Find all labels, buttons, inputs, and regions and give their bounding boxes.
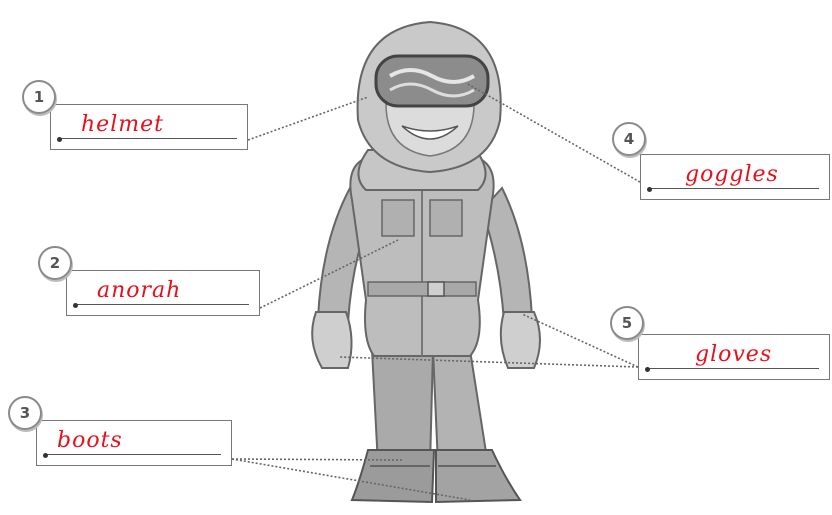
- line-dot: [645, 367, 650, 372]
- answer-gloves: gloves: [695, 342, 772, 367]
- line-dot: [57, 137, 62, 142]
- line-dot: [647, 187, 652, 192]
- writing-line: [61, 138, 237, 139]
- writing-line: [47, 454, 221, 455]
- answer-goggles: goggles: [685, 162, 779, 187]
- label-box-boots[interactable]: boots: [36, 420, 232, 466]
- writing-line: [651, 188, 819, 189]
- boots: [352, 450, 520, 502]
- writing-line: [649, 368, 819, 369]
- label-box-goggles[interactable]: goggles: [640, 154, 830, 200]
- label-box-gloves[interactable]: gloves: [638, 334, 830, 380]
- number-badge-1: 1: [22, 80, 56, 114]
- line-dot: [43, 453, 48, 458]
- number-badge-2: 2: [38, 246, 72, 280]
- line-dot: [73, 303, 78, 308]
- answer-anorak: anorah: [97, 278, 181, 303]
- number-badge-3: 3: [8, 396, 42, 430]
- trousers: [372, 350, 488, 465]
- number-badge-4: 4: [612, 122, 646, 156]
- goggles: [376, 56, 488, 106]
- label-box-anorak[interactable]: anorah: [66, 270, 260, 316]
- writing-line: [77, 304, 249, 305]
- label-box-helmet[interactable]: helmet: [50, 104, 248, 150]
- answer-helmet: helmet: [81, 112, 164, 137]
- answer-boots: boots: [57, 428, 123, 453]
- number-badge-5: 5: [610, 306, 644, 340]
